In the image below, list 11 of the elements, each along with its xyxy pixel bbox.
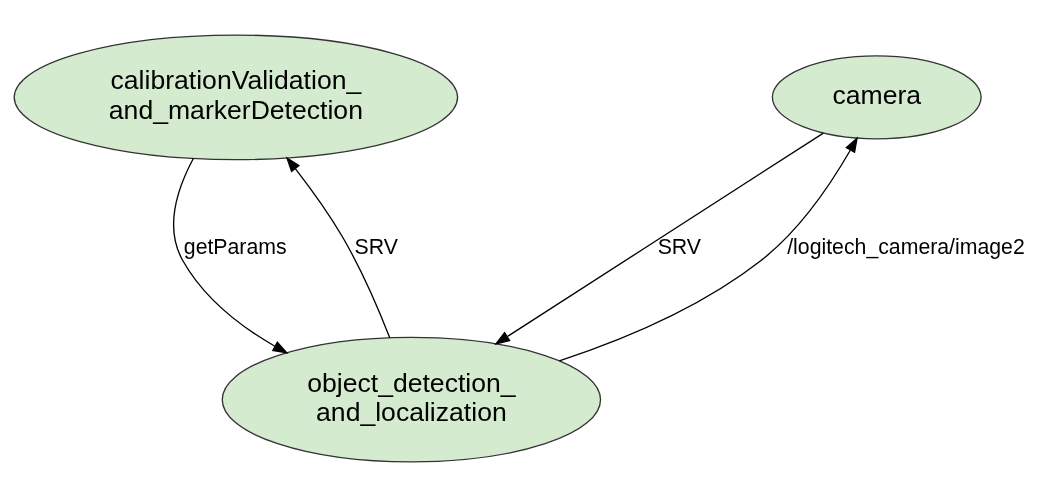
arrow	[494, 132, 825, 345]
node-ellipse: object_detection_ and_localization	[221, 336, 602, 463]
edge-label: SRV	[657, 234, 701, 259]
arrow	[558, 136, 858, 362]
node-ellipse: camera	[771, 55, 982, 140]
edge-label: getParams	[183, 234, 287, 259]
node-ellipse: calibrationValidation_ and_markerDetection	[13, 34, 459, 161]
arrow	[173, 157, 289, 354]
arrow	[285, 156, 391, 339]
edge-label: /logitech_camera/image2	[787, 234, 1025, 259]
edge-label: SRV	[354, 234, 398, 259]
